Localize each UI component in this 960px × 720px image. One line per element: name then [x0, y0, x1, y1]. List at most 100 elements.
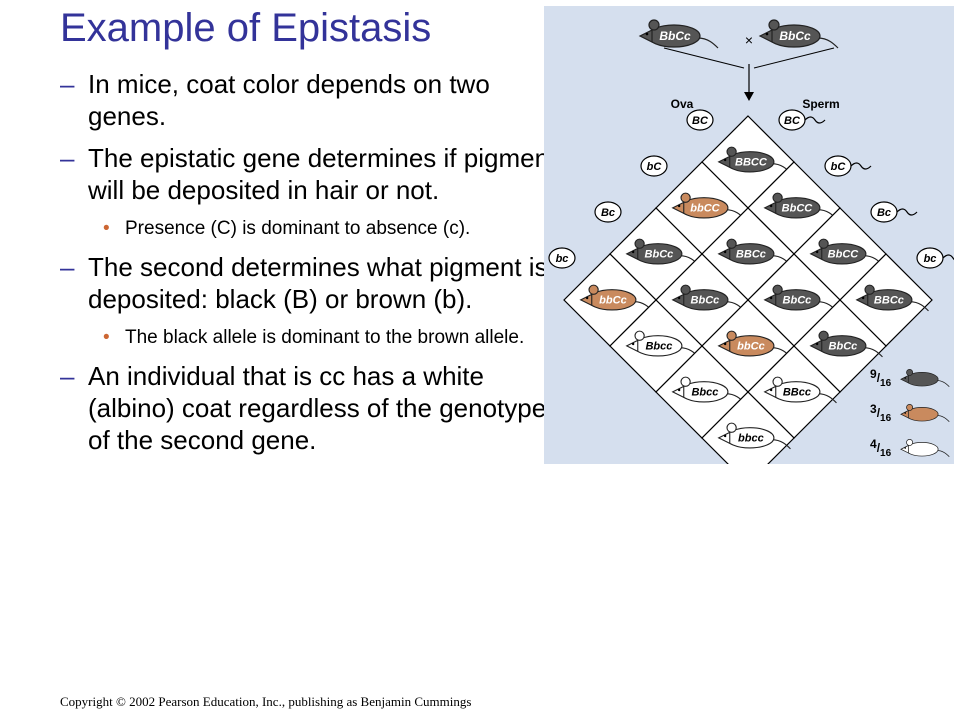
mouse-head	[758, 29, 773, 43]
bullet-text: The epistatic gene determines if pigment…	[88, 143, 557, 205]
mouse-eye	[904, 447, 907, 449]
mouse-ear	[906, 438, 914, 446]
dash-marker: –	[60, 361, 75, 391]
mouse-ear	[818, 330, 829, 341]
gamete: bC	[824, 155, 872, 177]
mouse-eye	[585, 296, 589, 300]
mouse-ear	[634, 330, 645, 341]
sperm-tail	[850, 162, 872, 170]
genotype-label: BbCc	[691, 295, 720, 307]
sub-bullet-presence-dominant: • Presence (C) is dominant to absence (c…	[60, 214, 570, 243]
mouse-ear	[680, 376, 691, 387]
bullet-list: – In mice, coat color depends on two gen…	[60, 68, 570, 466]
mouse-head	[763, 385, 777, 399]
offspring-mouse: bbCC	[671, 192, 745, 220]
mouse-ear	[726, 146, 737, 157]
parent-mouse: BbCc	[638, 19, 719, 49]
ratio-entry: 4/16	[870, 437, 950, 459]
gamete-label: bc	[924, 253, 937, 265]
bullet-text: An individual that is cc has a white (al…	[88, 361, 547, 455]
offspring-mouse: BbCc	[763, 284, 837, 312]
mouse-ear	[906, 368, 914, 376]
gamete-label: BC	[692, 115, 709, 127]
mouse-head	[855, 293, 869, 307]
offspring-mouse: BbCC	[763, 192, 837, 220]
mouse-ear	[726, 330, 737, 341]
mouse-head	[671, 385, 685, 399]
genotype-label: BBCC	[735, 157, 768, 169]
gamete: Bc	[594, 201, 622, 223]
ova-label: Ova	[671, 97, 694, 111]
mouse-head	[900, 374, 909, 384]
genotype-label: BbCc	[829, 341, 858, 353]
mouse-ear	[726, 238, 737, 249]
offspring-mouse: BbCc	[671, 284, 745, 312]
genotype-label: bbcc	[738, 433, 764, 445]
offspring-mouse: bbCc	[717, 330, 791, 358]
gamete: BC	[686, 109, 714, 131]
bullet-epistatic-gene: – The epistatic gene determines if pigme…	[60, 142, 570, 206]
genotype-label: BBcc	[783, 387, 811, 399]
mouse-ear	[906, 403, 914, 411]
gamete: Bc	[870, 201, 918, 223]
mouse-head	[717, 431, 731, 445]
offspring-mouse: Bbcc	[671, 376, 745, 404]
genotype-label: bbCC	[690, 203, 720, 215]
cross-symbol: ×	[745, 32, 753, 48]
mouse-head	[717, 339, 731, 353]
mouse-tail	[772, 439, 791, 450]
gamete: bc	[548, 247, 576, 269]
ratio-label: 9/16	[870, 367, 892, 389]
offspring-mouse: BBCc	[855, 284, 929, 312]
copyright-notice: Copyright © 2002 Pearson Education, Inc.…	[60, 694, 472, 709]
mouse-tail	[697, 37, 719, 49]
genotype-label: BbCC	[782, 203, 814, 215]
mouse-head	[638, 29, 653, 43]
mouse-eye	[631, 250, 635, 254]
sperm-tail	[804, 116, 826, 124]
mouse-ear	[772, 284, 783, 295]
sperm-tail	[896, 208, 918, 216]
bullet-text: The second determines what pigment is de…	[88, 252, 548, 314]
mouse-head	[625, 339, 639, 353]
mouse-eye	[861, 296, 865, 300]
offspring-mouse: BBCC	[717, 146, 791, 174]
bullet-text: In mice, coat color depends on two genes…	[88, 69, 490, 131]
genotype-label: BbCC	[828, 249, 860, 261]
mouse-head	[763, 201, 777, 215]
dash-marker: –	[60, 252, 75, 282]
mouse-tail	[910, 301, 929, 312]
mouse-eye	[815, 342, 819, 346]
mouse-eye	[677, 204, 681, 208]
mouse-head	[763, 293, 777, 307]
ratio-mouse	[900, 438, 950, 457]
mouse-eye	[723, 342, 727, 346]
genotype-label: BbCc	[659, 29, 691, 43]
mouse-tail	[817, 37, 839, 49]
dash-marker: –	[60, 143, 75, 173]
mouse-head	[809, 247, 823, 261]
offspring-mouse: BbCC	[809, 238, 883, 266]
genotype-label: bbCc	[737, 341, 765, 353]
offspring-cell: bbcc	[701, 391, 795, 464]
gamete-label: Bc	[601, 207, 615, 219]
dot-marker: •	[103, 327, 110, 348]
mouse-eye	[769, 388, 773, 392]
bullet-second-gene: – The second determines what pigment is …	[60, 251, 570, 315]
genotype-label: BBCc	[874, 295, 904, 307]
mouse-ear	[818, 238, 829, 249]
mouse-eye	[723, 250, 727, 254]
genotype-label: BbCc	[783, 295, 812, 307]
mouse-head	[900, 409, 909, 419]
genotype-label: Bbcc	[691, 387, 718, 399]
ratio-mouse	[900, 368, 950, 387]
mouse-tail	[936, 450, 950, 457]
mouse-eye	[904, 377, 907, 379]
gamete: bC	[640, 155, 668, 177]
ova-gametes: BC bC Bc bc	[548, 109, 714, 269]
bullet-text: The black allele is dominant to the brow…	[125, 327, 525, 348]
mouse-head	[717, 247, 731, 261]
